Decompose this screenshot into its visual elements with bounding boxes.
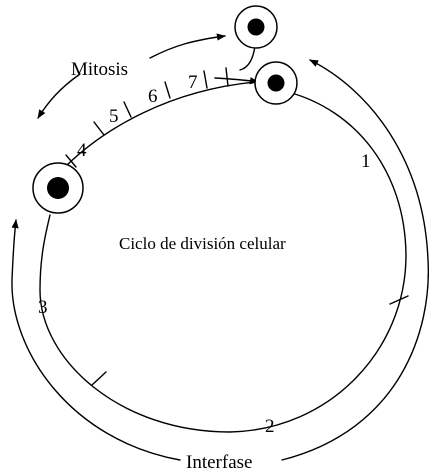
outer-arrows <box>11 33 429 461</box>
outer-arrow-mitosis-left <box>37 73 81 119</box>
step-number-4: 4 <box>77 140 87 161</box>
step-number-1: 1 <box>361 151 371 172</box>
division-connector <box>239 45 256 71</box>
step-number-6: 6 <box>148 86 158 107</box>
cell-top <box>234 5 278 49</box>
tick-6 <box>164 81 171 99</box>
tick-7 <box>203 70 208 89</box>
tick-4 <box>65 154 77 168</box>
mitosis-ticks <box>65 67 229 168</box>
cell-top-nucleus <box>247 18 265 36</box>
outer-arrow-mitosis-top <box>149 33 226 59</box>
inner-cycle-track <box>39 81 407 433</box>
arrow-into-right-cell <box>214 77 259 85</box>
tick-7b <box>225 67 229 87</box>
tick-5 <box>123 101 132 118</box>
tick-interphase-right <box>389 295 409 305</box>
step-number-5: 5 <box>109 106 119 127</box>
interphase-label: Interfase <box>186 452 252 473</box>
outer-arrow-right <box>281 59 429 461</box>
inner-arc-mitosis <box>65 81 257 167</box>
tick-interphase-left <box>91 371 107 386</box>
cell-left-nucleus <box>47 177 69 199</box>
cell-right-nucleus <box>267 74 285 92</box>
labels: Mitosis Interfase Ciclo de división celu… <box>38 59 371 473</box>
step-number-2: 2 <box>265 416 275 437</box>
step-number-3: 3 <box>38 297 48 318</box>
step-number-7: 7 <box>188 72 198 93</box>
cell-right <box>254 61 298 105</box>
cell-left <box>32 162 84 214</box>
mitosis-label: Mitosis <box>71 59 128 80</box>
center-label: Ciclo de división celular <box>119 234 286 253</box>
outer-arrow-left <box>11 219 181 461</box>
interphase-ticks <box>91 295 409 386</box>
tick-4b <box>93 121 105 136</box>
inner-arc-main <box>39 91 407 433</box>
